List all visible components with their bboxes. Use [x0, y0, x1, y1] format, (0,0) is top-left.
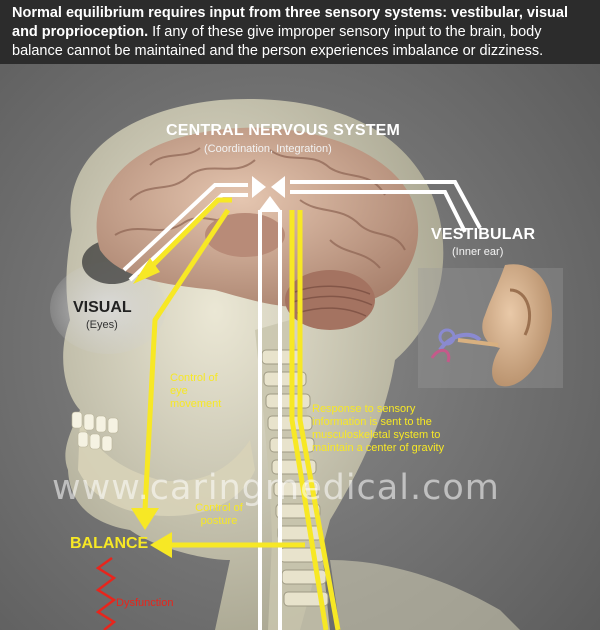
dysfunction-label: Dysfunction	[116, 597, 173, 609]
balance-label: BALANCE	[70, 535, 148, 553]
eye-movement-label: Control of eye movement	[170, 372, 232, 411]
header-banner: Normal equilibrium requires input from t…	[0, 0, 600, 64]
response-label: Response to sensory information is sent …	[312, 403, 460, 455]
visual-title: VISUAL	[73, 299, 132, 317]
watermark: www.caringmedical.com	[52, 468, 500, 508]
visual-subtitle: (Eyes)	[86, 319, 118, 331]
cns-subtitle: (Coordination, Integration)	[204, 143, 332, 155]
vestibular-subtitle: (Inner ear)	[452, 246, 503, 258]
cns-title: CENTRAL NERVOUS SYSTEM	[166, 122, 400, 140]
midbrain	[205, 213, 285, 257]
vestibular-title: VESTIBULAR	[431, 226, 535, 244]
